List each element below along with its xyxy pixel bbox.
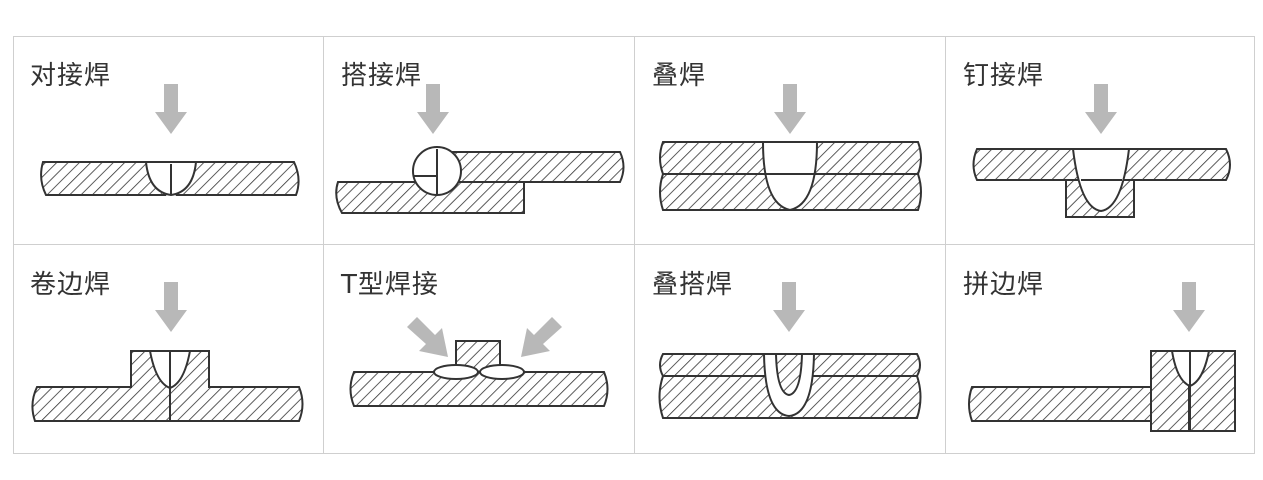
panel-label: 对接焊 bbox=[30, 61, 112, 91]
grid-divider-vertical-2 bbox=[634, 36, 635, 454]
down-arrow-icon bbox=[773, 282, 805, 332]
panel-label: 拼边焊 bbox=[963, 270, 1045, 300]
horizontal-plate bbox=[968, 351, 1152, 422]
weld-bead-right bbox=[479, 364, 525, 380]
panel-label: T型焊接 bbox=[341, 270, 439, 300]
base-plate bbox=[349, 371, 609, 407]
down-arrow-icon bbox=[1173, 282, 1205, 332]
down-arrow-icon bbox=[155, 84, 187, 134]
down-arrow-icon bbox=[774, 84, 806, 134]
panel-flange-weld: 卷边焊 bbox=[13, 245, 323, 454]
panel-lap-weld: 搭接焊 bbox=[324, 36, 634, 245]
down-arrow-icon bbox=[417, 84, 449, 134]
panel-label: 叠搭焊 bbox=[652, 270, 734, 300]
upper-plate bbox=[431, 151, 625, 183]
panel-edge-weld: 拼边焊 bbox=[946, 245, 1256, 454]
flange-weld-diagram bbox=[31, 282, 304, 422]
left-plate bbox=[31, 350, 171, 422]
panel-label: 卷边焊 bbox=[30, 270, 112, 300]
t-weld-diagram bbox=[349, 317, 609, 407]
panel-label: 叠焊 bbox=[652, 61, 707, 91]
panel-butt-weld: 对接焊 bbox=[13, 36, 323, 245]
butt-weld-diagram bbox=[40, 84, 300, 197]
panel-t-weld: T型焊接 bbox=[324, 245, 634, 454]
edge-weld-diagram bbox=[968, 282, 1236, 432]
weld-bead bbox=[761, 141, 819, 212]
lap-weld-diagram bbox=[335, 84, 625, 214]
down-arrow-icon bbox=[1085, 84, 1117, 134]
grid-divider-vertical-3 bbox=[945, 36, 946, 454]
nail-weld-diagram bbox=[972, 84, 1231, 218]
weld-core bbox=[774, 353, 804, 397]
diagonal-arrows-icon bbox=[407, 317, 562, 357]
panel-stack-lap-weld: 叠搭焊 bbox=[635, 245, 945, 454]
grid-divider-vertical-1 bbox=[323, 36, 324, 454]
panel-label: 搭接焊 bbox=[341, 61, 423, 91]
right-plate bbox=[169, 350, 304, 422]
lower-plate bbox=[335, 181, 525, 214]
weld-bead-left bbox=[433, 364, 479, 380]
stack-lap-weld-diagram bbox=[658, 282, 922, 419]
panel-stack-weld: 叠焊 bbox=[635, 36, 945, 245]
down-arrow-icon bbox=[155, 282, 187, 332]
stack-weld-diagram bbox=[659, 84, 922, 212]
panel-nail-weld: 钉接焊 bbox=[946, 36, 1256, 245]
panel-label: 钉接焊 bbox=[963, 61, 1045, 91]
